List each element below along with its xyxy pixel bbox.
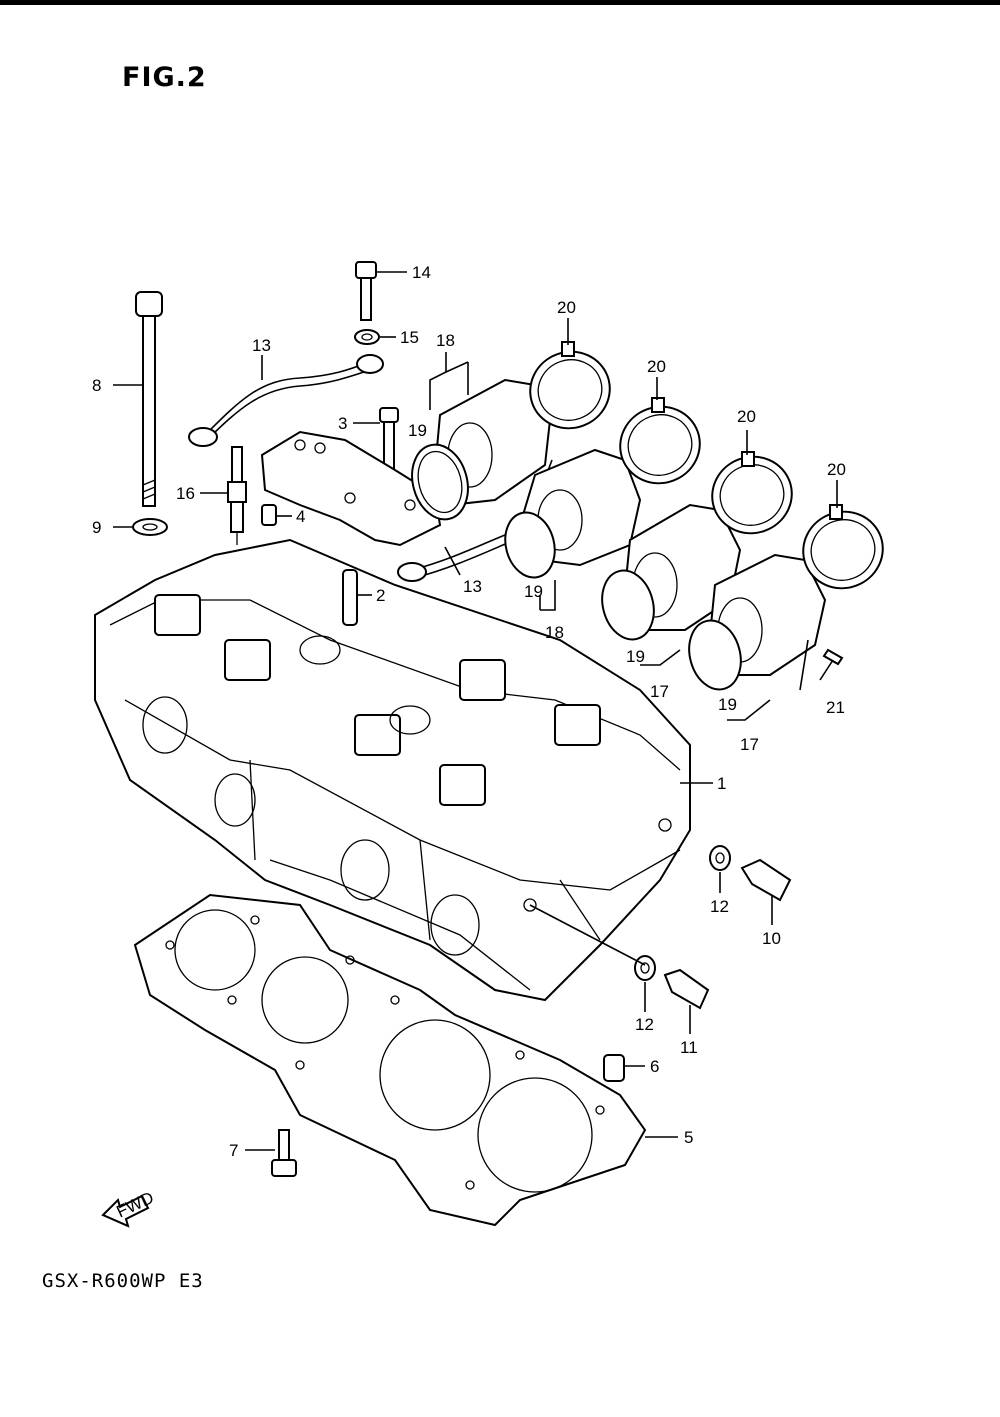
callout-2: 2 [376, 586, 385, 605]
oring-19-d [688, 619, 742, 691]
cylinder-head [94, 538, 691, 1002]
camshaft-holder [260, 430, 442, 547]
washer-9 [132, 518, 168, 536]
stud-2 [342, 569, 358, 626]
model-code: GSX-R600WP E3 [42, 1270, 204, 1292]
callout-18-a: 18 [436, 331, 455, 350]
callout-4: 4 [296, 507, 305, 526]
callout-6: 6 [650, 1057, 659, 1076]
figure-title: FIG.2 [122, 62, 207, 93]
fwd-label: FWD [114, 1188, 157, 1222]
clamp-20-a [529, 341, 611, 430]
dowel-pin-4 [261, 504, 277, 526]
callout-7: 7 [229, 1141, 238, 1160]
clamp-20-c [711, 451, 793, 535]
clamp-20-d [802, 504, 884, 590]
callout-3: 3 [338, 414, 347, 433]
callout-19-b: 19 [524, 582, 543, 601]
callout-10: 10 [762, 929, 781, 948]
union-bolt-10 [740, 858, 792, 902]
callout-18-b: 18 [545, 623, 564, 642]
washer-12-a [709, 845, 731, 871]
callout-1: 1 [717, 774, 726, 793]
bolt-3 [379, 407, 399, 471]
bolt-7 [271, 1129, 297, 1177]
callout-13-a: 13 [252, 336, 271, 355]
dowel-6 [603, 1054, 625, 1082]
fwd-arrow-icon: FWD [101, 1188, 157, 1228]
clamp-20-b [619, 397, 701, 485]
callout-20-c: 20 [737, 407, 756, 426]
bolt-11 [663, 968, 710, 1010]
callout-20-b: 20 [647, 357, 666, 376]
screw-21 [819, 648, 844, 681]
callout-19-c: 19 [626, 647, 645, 666]
callout-14: 14 [412, 263, 431, 282]
washer-15 [354, 329, 380, 345]
callout-labels: 1 2 3 4 5 6 7 8 9 10 11 12 12 13 13 14 1… [92, 263, 846, 1160]
oring-19-c [601, 569, 655, 641]
washer-12-b [634, 955, 656, 981]
oring-19-b [504, 511, 556, 579]
callout-19-a: 19 [408, 421, 427, 440]
bolt-14 [355, 261, 377, 321]
callout-12-a: 12 [710, 897, 729, 916]
spark-plug-16 [227, 446, 247, 545]
top-border [0, 0, 1000, 5]
callout-8: 8 [92, 376, 101, 395]
callout-20-d: 20 [827, 460, 846, 479]
leader-lines [113, 271, 838, 1151]
callout-12-b: 12 [635, 1015, 654, 1034]
callout-21: 21 [826, 698, 845, 717]
callout-13-b: 13 [463, 577, 482, 596]
callout-20-a: 20 [557, 298, 576, 317]
callout-17-a: 17 [650, 682, 669, 701]
callout-11: 11 [680, 1038, 698, 1057]
callout-15: 15 [400, 328, 419, 347]
callout-17-b: 17 [740, 735, 759, 754]
callout-16: 16 [176, 484, 195, 503]
oil-pipe-13 [188, 354, 384, 447]
callout-5: 5 [684, 1128, 693, 1147]
oring-19-a [411, 443, 469, 521]
callout-19-d: 19 [718, 695, 737, 714]
head-gasket [133, 893, 647, 1227]
long-bolt-8 [135, 291, 163, 507]
callout-9: 9 [92, 518, 101, 537]
